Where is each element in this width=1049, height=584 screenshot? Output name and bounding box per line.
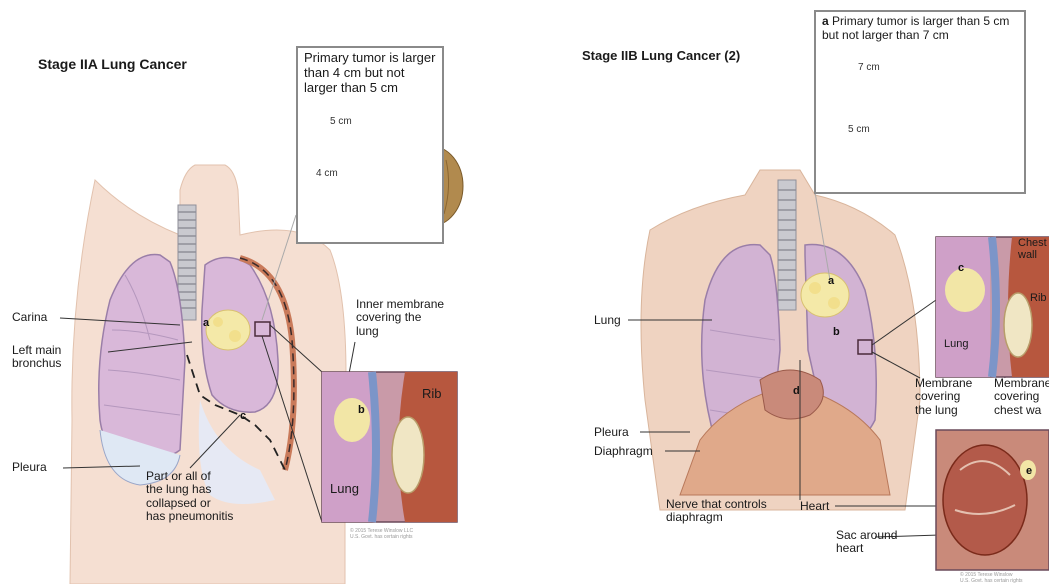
- label-rib-right: Rib: [1030, 292, 1047, 304]
- left-callout-text: Primary tumor is larger than 4 cm but no…: [304, 50, 435, 95]
- right-letter-a: a: [828, 275, 834, 287]
- right-callout-box: a Primary tumor is larger than 5 cm but …: [814, 10, 1026, 194]
- right-size-inner: 5 cm: [848, 124, 870, 135]
- right-heart-inset: [936, 430, 1049, 570]
- right-tumor: [801, 273, 849, 317]
- label-lung-left-inset: Lung: [330, 482, 359, 497]
- right-callout-letter: a: [822, 14, 829, 28]
- label-lung-right-inset: Lung: [944, 338, 968, 350]
- label-lung-right: Lung: [594, 314, 621, 327]
- label-carina: Carina: [12, 311, 47, 324]
- right-title: Stage IIB Lung Cancer (2): [582, 48, 740, 63]
- left-letter-b: b: [358, 404, 365, 416]
- left-copyright: © 2015 Terese Winslow LLC U.S. Govt. has…: [350, 528, 413, 540]
- label-membrane-chest-wall: Membrane covering chest wa: [994, 377, 1049, 417]
- label-membrane-lung: Membrane covering the lung: [915, 377, 972, 417]
- label-pleura-left: Pleura: [12, 461, 47, 474]
- label-rib-left: Rib: [422, 387, 442, 402]
- right-letter-b: b: [833, 326, 840, 338]
- right-trachea: [778, 180, 796, 310]
- right-letter-d: d: [793, 385, 800, 397]
- label-sac-around-heart: Sac around heart: [836, 529, 897, 556]
- left-tumor: [206, 310, 250, 350]
- right-callout-text: Primary tumor is larger than 5 cm but no…: [822, 14, 1009, 42]
- label-inner-membrane: Inner membrane covering the lung: [356, 298, 444, 338]
- right-letter-c: c: [958, 262, 964, 274]
- right-letter-e: e: [1026, 465, 1032, 477]
- left-title: Stage IIA Lung Cancer: [38, 56, 187, 72]
- right-copyright: © 2015 Terese Winslow U.S. Govt. has cer…: [960, 572, 1023, 584]
- label-left-main-bronchus: Left main bronchus: [12, 344, 61, 371]
- label-heart: Heart: [800, 500, 829, 513]
- label-diaphragm: Diaphragm: [594, 445, 653, 458]
- left-size-inner: 4 cm: [316, 168, 338, 179]
- label-pleura-right: Pleura: [594, 426, 629, 439]
- label-nerve-diaphragm: Nerve that controls diaphragm: [666, 498, 767, 525]
- left-letter-a: a: [203, 317, 209, 329]
- right-size-outer: 7 cm: [858, 62, 880, 73]
- label-chest-wall: Chest wall: [1018, 237, 1047, 262]
- left-size-outer: 5 cm: [330, 116, 352, 127]
- left-letter-c: c: [240, 410, 246, 422]
- label-collapsed-lung: Part or all of the lung has collapsed or…: [146, 470, 233, 524]
- left-callout-box: Primary tumor is larger than 4 cm but no…: [296, 46, 444, 244]
